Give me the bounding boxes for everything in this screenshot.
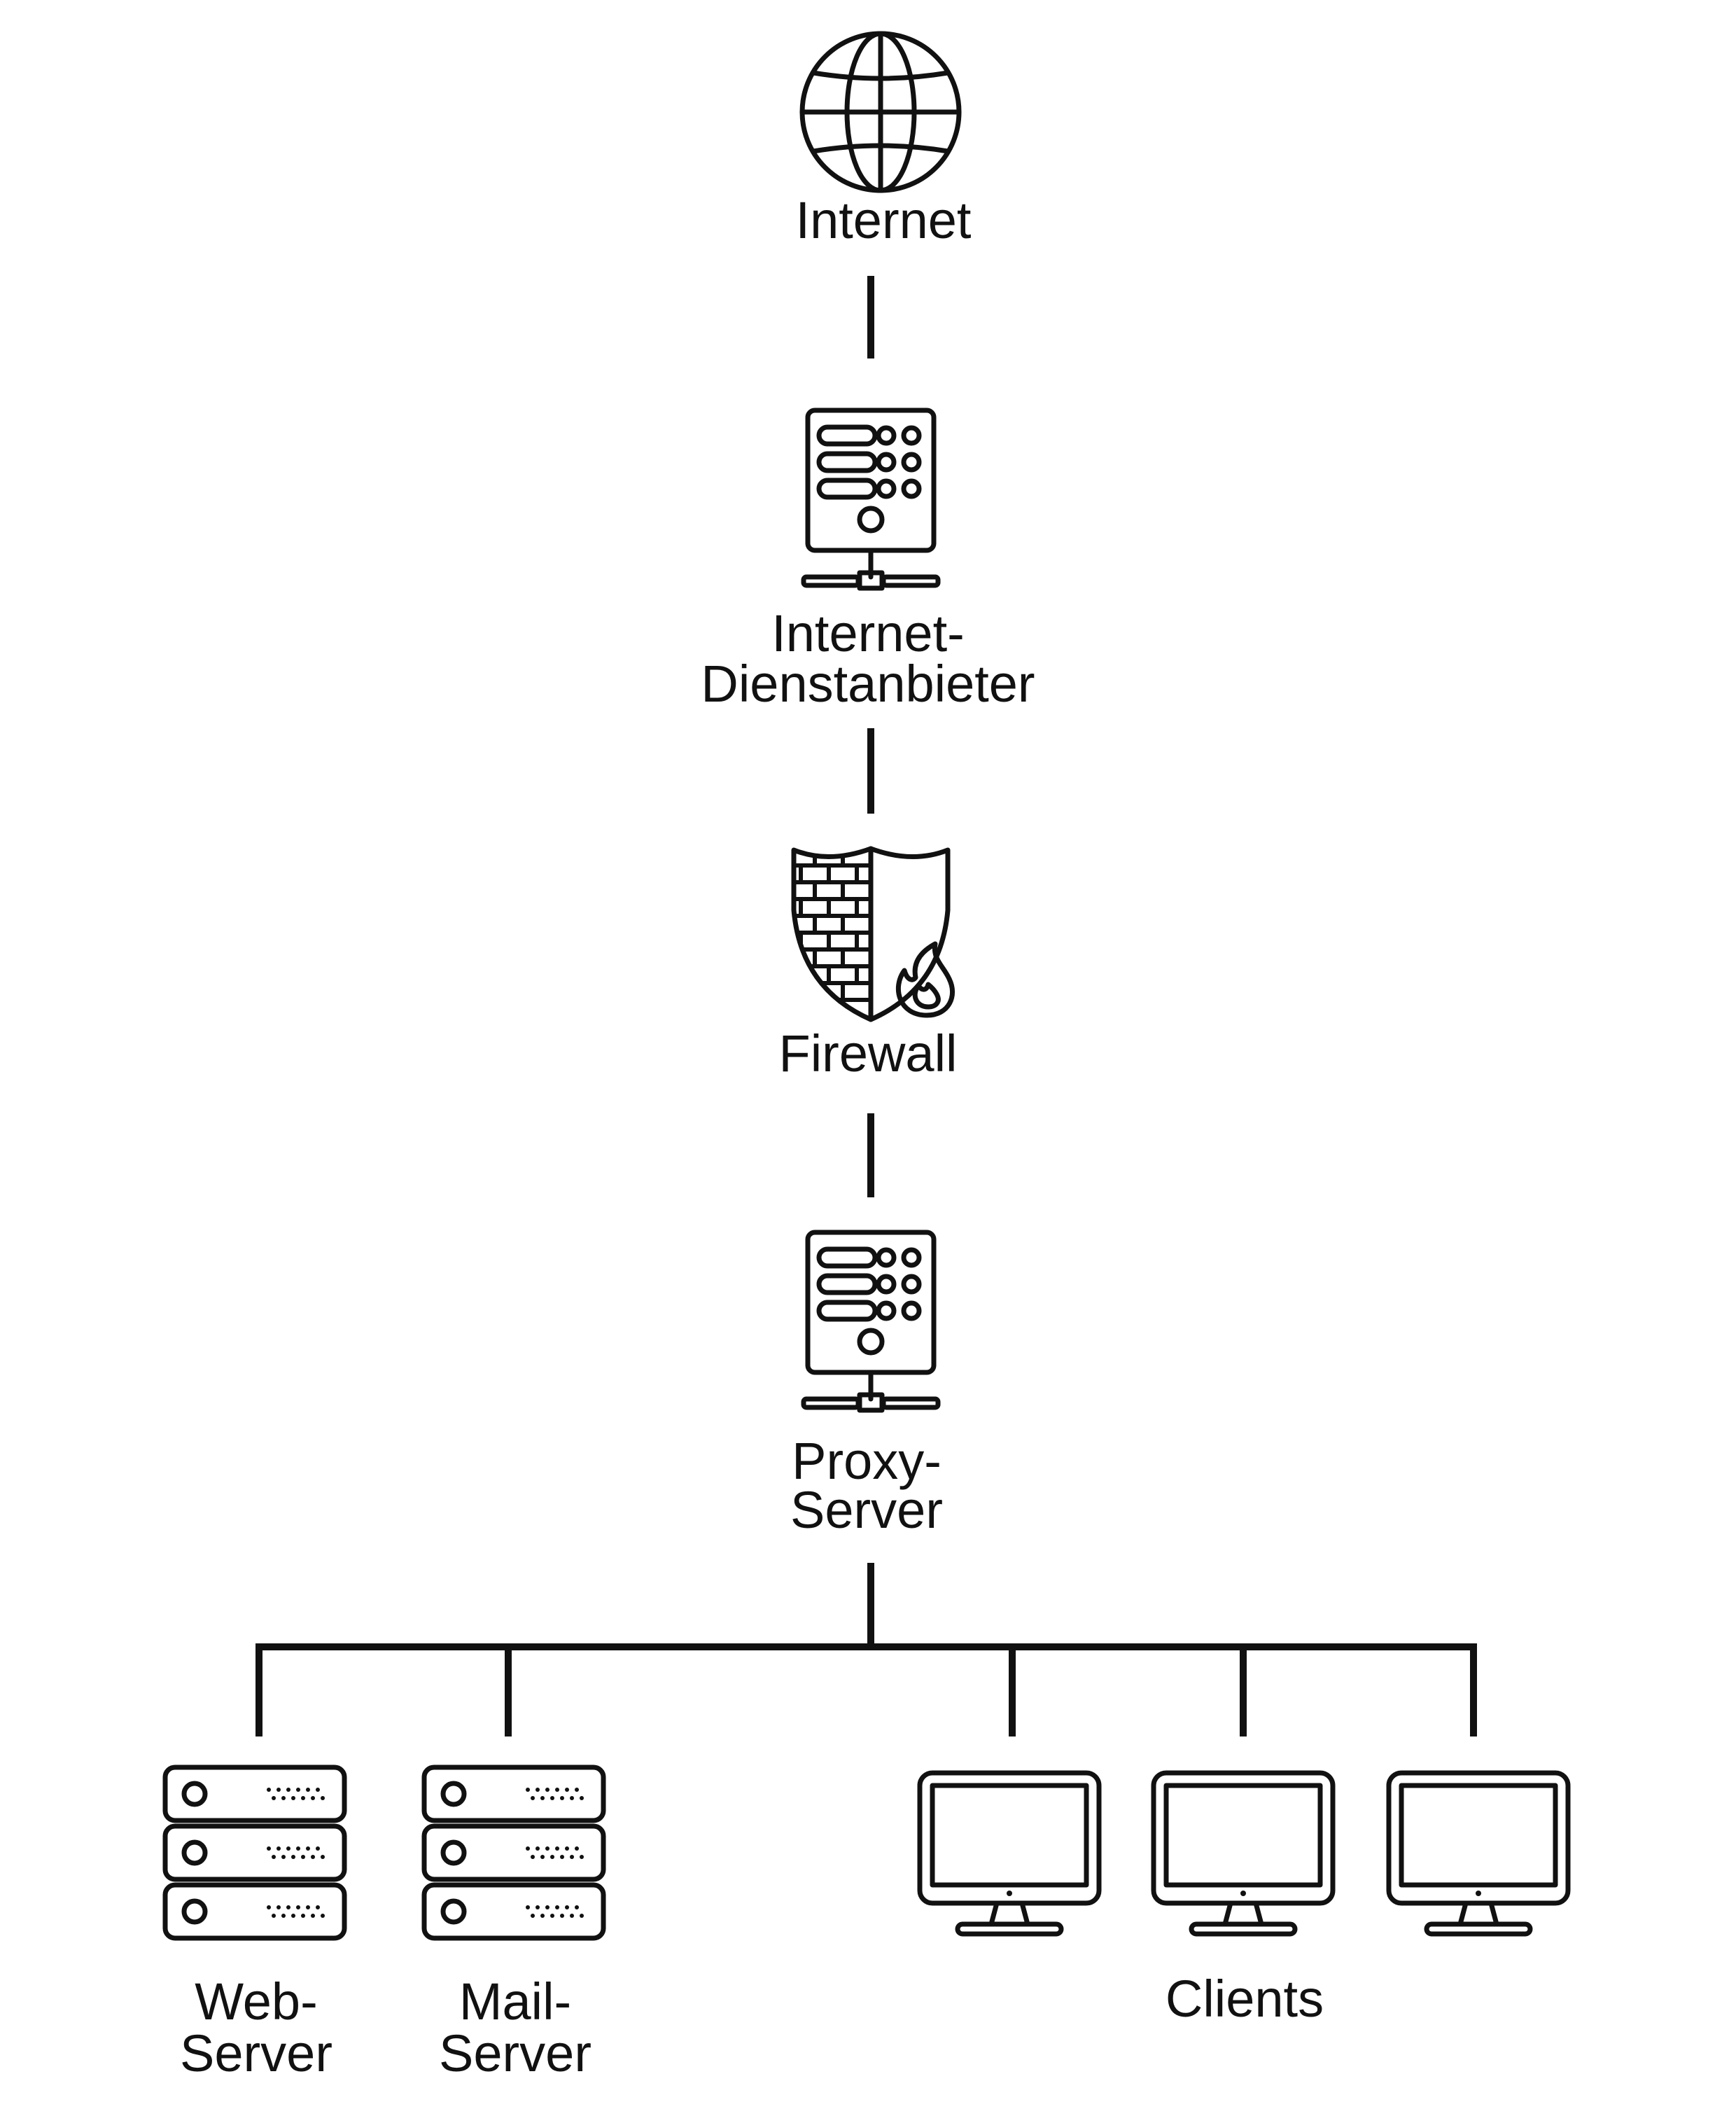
- firewall-label: Firewall: [779, 1024, 958, 1083]
- mail-server-label-line1: Mail-: [459, 1972, 571, 2031]
- proxy-label-line1: Proxy-: [792, 1432, 941, 1490]
- isp-label-line1: Internet-: [771, 604, 965, 662]
- mail-server-label-line2: Server: [439, 2024, 592, 2082]
- globe-icon: [799, 31, 962, 193]
- server-tower-icon: [804, 1232, 938, 1410]
- monitor-icon: [1389, 1773, 1568, 1934]
- web-server-label-line1: Web-: [195, 1972, 317, 2031]
- branch-connectors: [255, 1563, 1477, 1736]
- firewall-shield-icon: [791, 846, 955, 1022]
- monitor-icon: [1154, 1773, 1333, 1934]
- server-rack-icon: [165, 1767, 344, 1938]
- server-tower-icon: [804, 410, 938, 588]
- clients-label: Clients: [1166, 1970, 1324, 2028]
- internet-label: Internet: [796, 191, 972, 249]
- isp-label-line2: Dienstanbieter: [701, 655, 1035, 713]
- web-server-label-line2: Server: [180, 2024, 332, 2082]
- proxy-label-line2: Server: [790, 1481, 943, 1539]
- monitor-icon: [920, 1773, 1099, 1934]
- server-rack-icon: [424, 1767, 603, 1938]
